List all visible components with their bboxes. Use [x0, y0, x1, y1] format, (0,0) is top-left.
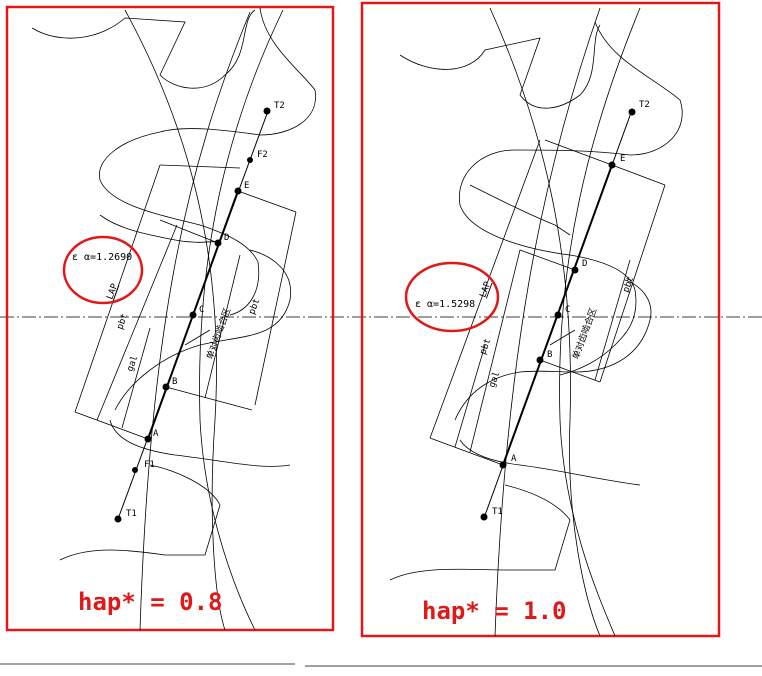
label-a-left: A: [153, 429, 159, 439]
point-c-left: [189, 311, 197, 319]
label-d-right: D: [582, 259, 587, 269]
point-e-right: [608, 161, 616, 169]
epsilon-circle-right: [404, 261, 500, 333]
dim-ext-top-left: [159, 164, 241, 169]
mesh-tooth-profile-r: [469, 184, 571, 236]
caption-left: hap* = 0.8: [78, 588, 223, 616]
point-a-right: [499, 461, 507, 469]
lower-tooth-profile-3-r: [459, 439, 641, 486]
point-b-right: [536, 356, 544, 364]
point-t2-right: [628, 108, 636, 116]
label-f2-left: F2: [257, 150, 268, 160]
label-t1-left: T1: [126, 509, 137, 519]
label-t1-right: T1: [492, 507, 503, 517]
label-b-left: B: [172, 377, 177, 387]
arc-right-3: [494, 7, 601, 637]
label-pbt2-left: pbt: [247, 297, 262, 316]
point-f2-left: [247, 157, 253, 163]
caption-right: hap* = 1.0: [422, 597, 567, 625]
arc-left-2: [199, 9, 284, 631]
arc-right-2: [559, 7, 641, 637]
label-f1-left: F1: [144, 460, 155, 470]
dim-line-single-right: [594, 259, 631, 381]
point-t1-left: [114, 515, 122, 523]
leader-right: [549, 329, 576, 346]
arc-left-3: [139, 11, 251, 631]
panel-left: T1 F1 A B C D E F2 T2 pbt gal 单对齿啮合区 pbt…: [5, 5, 335, 632]
epsilon-value-right: ε α=1.5298: [415, 299, 475, 310]
epsilon-value-left: ε α=1.2690: [72, 252, 132, 263]
label-a-right: A: [511, 454, 517, 464]
dim-ext-a-left: [74, 411, 149, 440]
dim-line-pbt-right: [469, 249, 521, 453]
point-t1-right: [480, 513, 488, 521]
dim-line-lap-right: [429, 139, 541, 439]
lower-tooth-profile-2: [109, 419, 291, 467]
dim-line-pbt-left: [96, 224, 178, 421]
dim-ext-d-left: [159, 219, 219, 244]
lower-tooth-profile-2-r: [574, 279, 652, 373]
arc-left-1: [124, 9, 226, 631]
label-e-left: E: [244, 181, 249, 191]
label-t2-right: T2: [639, 100, 650, 110]
point-d-right: [571, 266, 579, 274]
upper-tooth-profile-2-r: [458, 21, 683, 376]
panel-right-frame: [360, 1, 721, 638]
label-c-right: C: [565, 305, 570, 315]
point-d-left: [214, 239, 222, 247]
upper-tooth-profile-1: [31, 9, 256, 89]
point-c-right: [554, 311, 562, 319]
dim-ext-b-right: [539, 359, 601, 383]
point-e-left: [234, 187, 242, 195]
point-b-left: [162, 383, 170, 391]
leader-left: [184, 329, 211, 346]
dim-ext-top-right: [544, 139, 613, 166]
dim-line-single-left: [204, 254, 241, 399]
arc-right-1: [489, 7, 601, 637]
label-single-zone-right: 单对齿啮合区: [570, 306, 600, 361]
label-pbt-right: pbt: [478, 337, 493, 356]
dim-ext-e-left: [237, 190, 297, 213]
mesh-tooth-profile: [99, 214, 221, 243]
dim-ext-e-right: [611, 164, 666, 186]
dim-line-pbt2-right: [599, 184, 666, 383]
label-e-right: E: [620, 154, 625, 164]
point-a-left: [144, 435, 152, 443]
dim-ext-d-right: [519, 249, 576, 271]
label-pbt-left: pbt: [115, 312, 130, 331]
label-lap-right: LAP: [478, 280, 493, 299]
dim-ext-b-left: [165, 386, 253, 411]
dim-line-gal-right: [454, 344, 486, 448]
dim-line-gal-left: [121, 327, 151, 429]
point-f1-left: [132, 467, 138, 473]
label-b-right: B: [547, 350, 552, 360]
label-lap-left: LAP: [105, 282, 120, 301]
panel-right: T1 A B C D E T2 pbt gal 单对齿啮合区 pbt LAP ε…: [360, 1, 721, 638]
lower-tooth-profile-4-r: [389, 484, 571, 581]
label-single-zone-left: 单对齿啮合区: [204, 306, 234, 361]
label-t2-left: T2: [274, 101, 285, 111]
dim-line-lap-left: [74, 164, 161, 413]
epsilon-circle-left: [62, 235, 144, 305]
dim-ext-a-right: [429, 437, 504, 466]
label-d-left: D: [224, 233, 229, 243]
point-t2-left: [263, 107, 271, 115]
label-pbt2-right: pbt: [621, 275, 636, 294]
label-c-left: C: [199, 305, 204, 315]
dim-line-pbt2-left: [254, 211, 297, 406]
lower-tooth-profile-3: [59, 464, 221, 561]
panel-left-frame: [5, 5, 335, 632]
upper-tooth-profile-2: [98, 7, 316, 316]
upper-tooth-profile-1-r: [399, 24, 601, 109]
